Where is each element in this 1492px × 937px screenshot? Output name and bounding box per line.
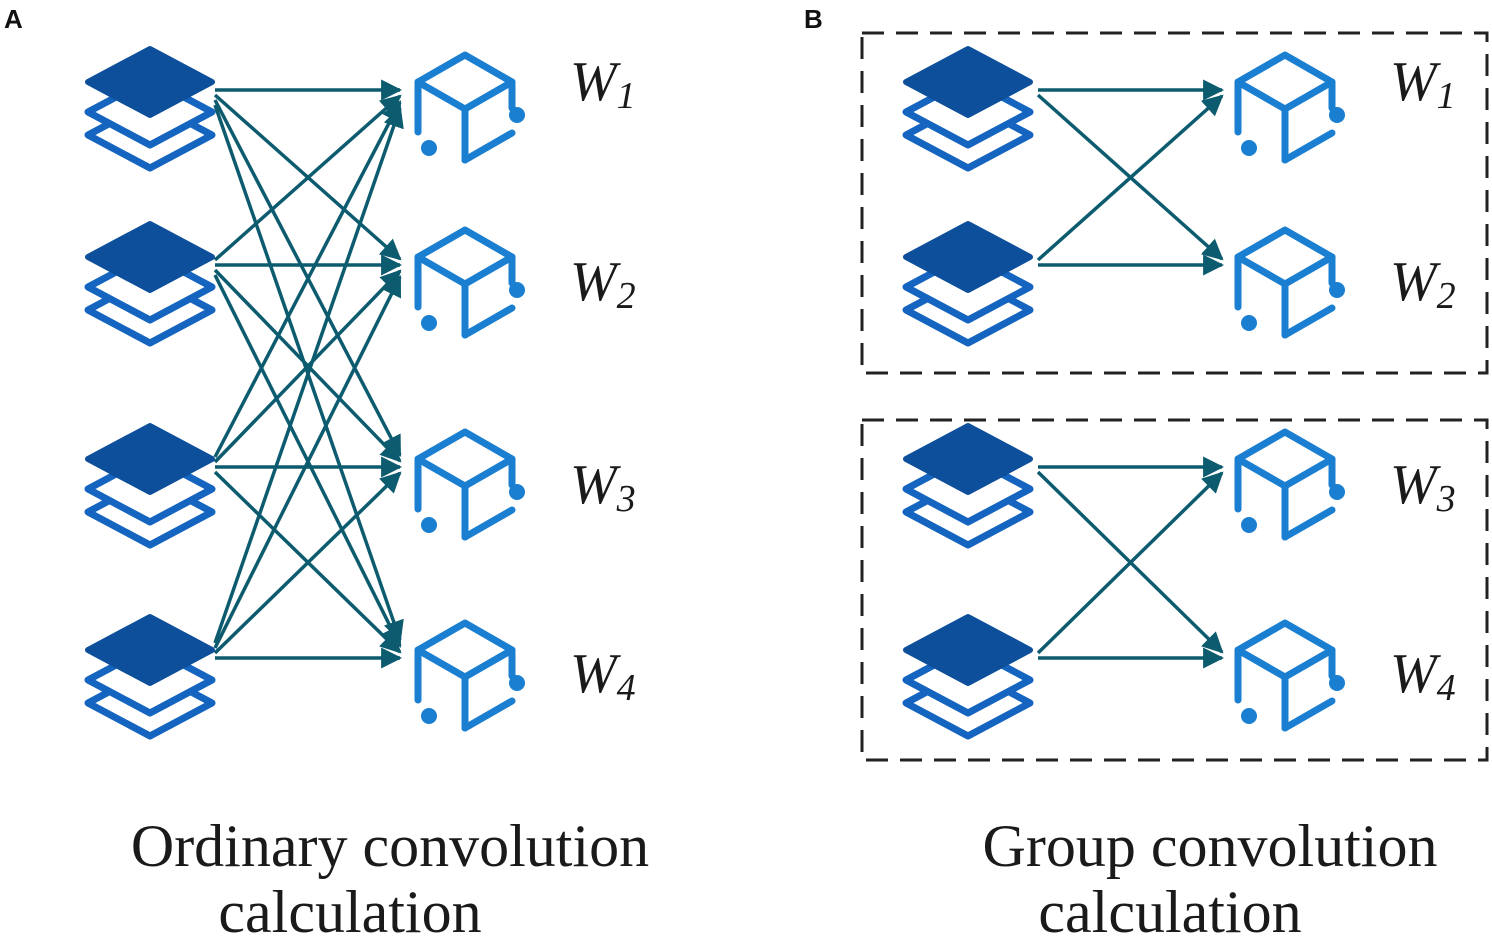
connection-arrow xyxy=(213,106,404,644)
panel-b-icons xyxy=(902,46,1345,740)
cube-icon xyxy=(1234,226,1345,339)
weight-label-w4-a: W4 xyxy=(570,643,636,709)
group-box-1 xyxy=(860,31,1489,375)
cube-icon xyxy=(1234,51,1345,164)
cube-icon xyxy=(414,51,525,164)
connection-arrow xyxy=(213,100,402,458)
layers-stack-icon xyxy=(84,614,216,740)
cube-icon xyxy=(1234,428,1345,541)
layers-stack-icon xyxy=(902,614,1034,740)
panel-a-letter: A xyxy=(4,4,23,34)
cube-icon xyxy=(414,226,525,339)
connection-arrow xyxy=(213,94,402,262)
connection-arrow xyxy=(213,275,402,649)
layers-stack-icon xyxy=(84,221,216,347)
weight-label-w1-a: W1 xyxy=(570,51,636,117)
cube-icon xyxy=(1234,619,1345,732)
panel-a-connections xyxy=(213,79,404,669)
layers-stack-icon xyxy=(902,46,1034,172)
caption-a-line1: Ordinary convolution xyxy=(131,813,649,879)
weight-label-w2-a: W2 xyxy=(570,251,636,317)
group-box-2 xyxy=(860,418,1489,762)
panel-b-letter: B xyxy=(804,4,823,34)
layers-stack-icon xyxy=(902,423,1034,549)
connection-arrow xyxy=(213,269,402,464)
layers-stack-icon xyxy=(84,423,216,549)
weight-label-w3-b: W3 xyxy=(1390,454,1456,520)
panel-a-icons xyxy=(84,46,525,740)
layers-stack-icon xyxy=(902,221,1034,347)
cube-icon xyxy=(414,428,525,541)
caption-a-line2: calculation xyxy=(218,879,481,937)
connection-arrow xyxy=(213,471,402,655)
weight-label-w2-b: W2 xyxy=(1390,251,1456,317)
caption-b-line2: calculation xyxy=(1038,879,1301,937)
layers-stack-icon xyxy=(84,46,216,172)
caption-b-line1: Group convolution xyxy=(983,813,1438,879)
weight-label-w3-a: W3 xyxy=(570,454,636,520)
panel-b-connections xyxy=(1036,79,1225,669)
connection-arrow xyxy=(1036,471,1224,655)
weight-label-w1-b: W1 xyxy=(1390,51,1456,117)
weight-label-w4-b: W4 xyxy=(1390,643,1456,709)
cube-icon xyxy=(414,619,525,732)
connection-arrow xyxy=(1036,94,1224,262)
